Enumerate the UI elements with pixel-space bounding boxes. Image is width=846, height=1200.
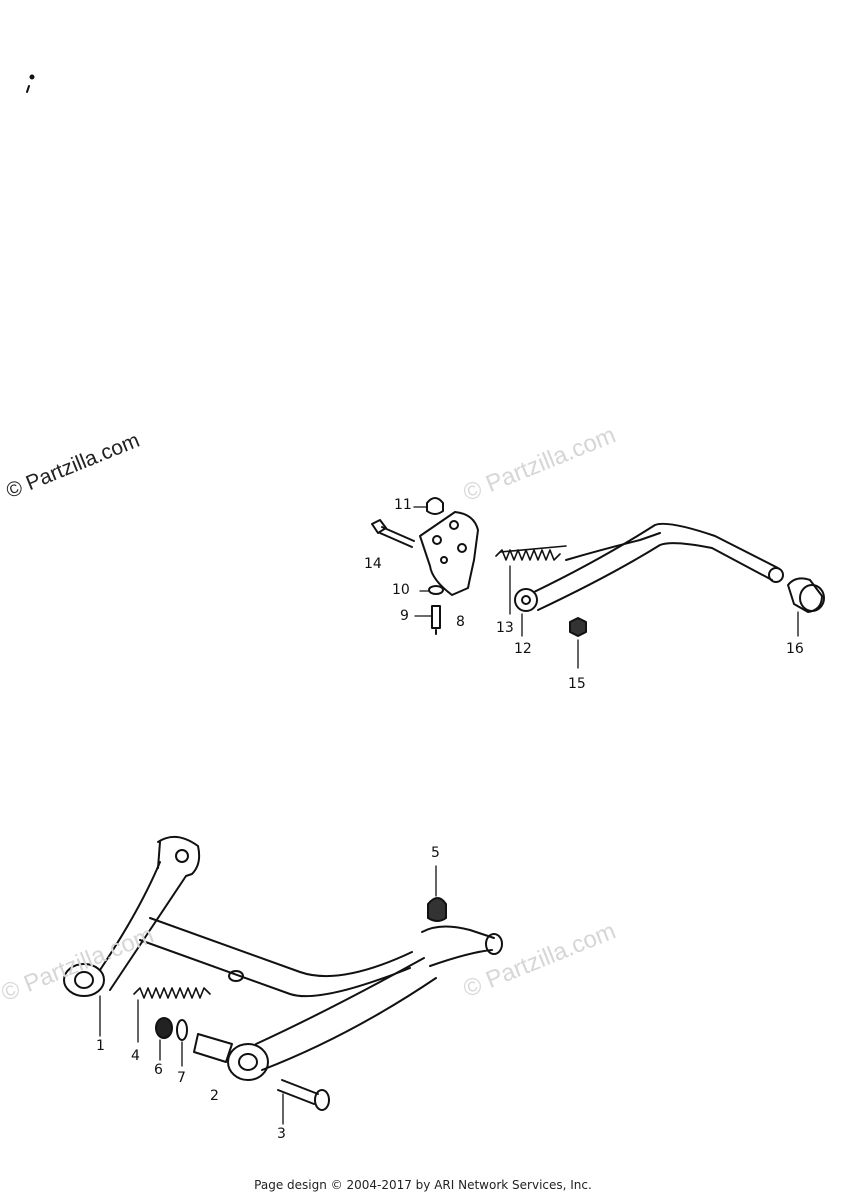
part-16-rubber [787,577,825,613]
callout-15: 15 [568,676,586,692]
part-12-pedal-lever [514,522,784,612]
part-7-washer [176,1019,188,1041]
part-3-bolt [277,1079,330,1111]
part-6-nut [155,1017,173,1039]
part-1-stand-frame [63,835,503,1081]
part-4-spring [133,987,211,999]
part-9-pin [431,605,441,635]
footer-copyright: Page design © 2004-2017 by ARI Network S… [254,1178,592,1192]
part-13-spring [495,545,567,561]
callout-7: 7 [177,1070,186,1086]
callout-3: 3 [277,1126,286,1142]
callout-14: 14 [364,556,382,572]
part-15-nut [569,617,587,637]
callout-8: 8 [456,614,465,630]
callout-13: 13 [496,620,514,636]
callout-5: 5 [431,845,440,861]
callout-12: 12 [514,641,532,657]
stray-dot [29,74,35,80]
part-2-shaft [193,1033,233,1063]
part-11-cap [426,497,444,515]
callout-1: 1 [96,1038,105,1054]
callout-16: 16 [786,641,804,657]
callout-11: 11 [394,497,412,513]
part-bracket-plate [419,511,479,596]
callout-6: 6 [154,1062,163,1078]
callout-2: 2 [210,1088,219,1104]
leader-lines [99,506,799,1125]
part-14-bolt [371,519,415,548]
part-10-washer [428,585,444,595]
part-5-cap-nut [427,897,447,922]
callout-9: 9 [400,608,409,624]
callout-10: 10 [392,582,410,598]
callout-4: 4 [131,1048,140,1064]
